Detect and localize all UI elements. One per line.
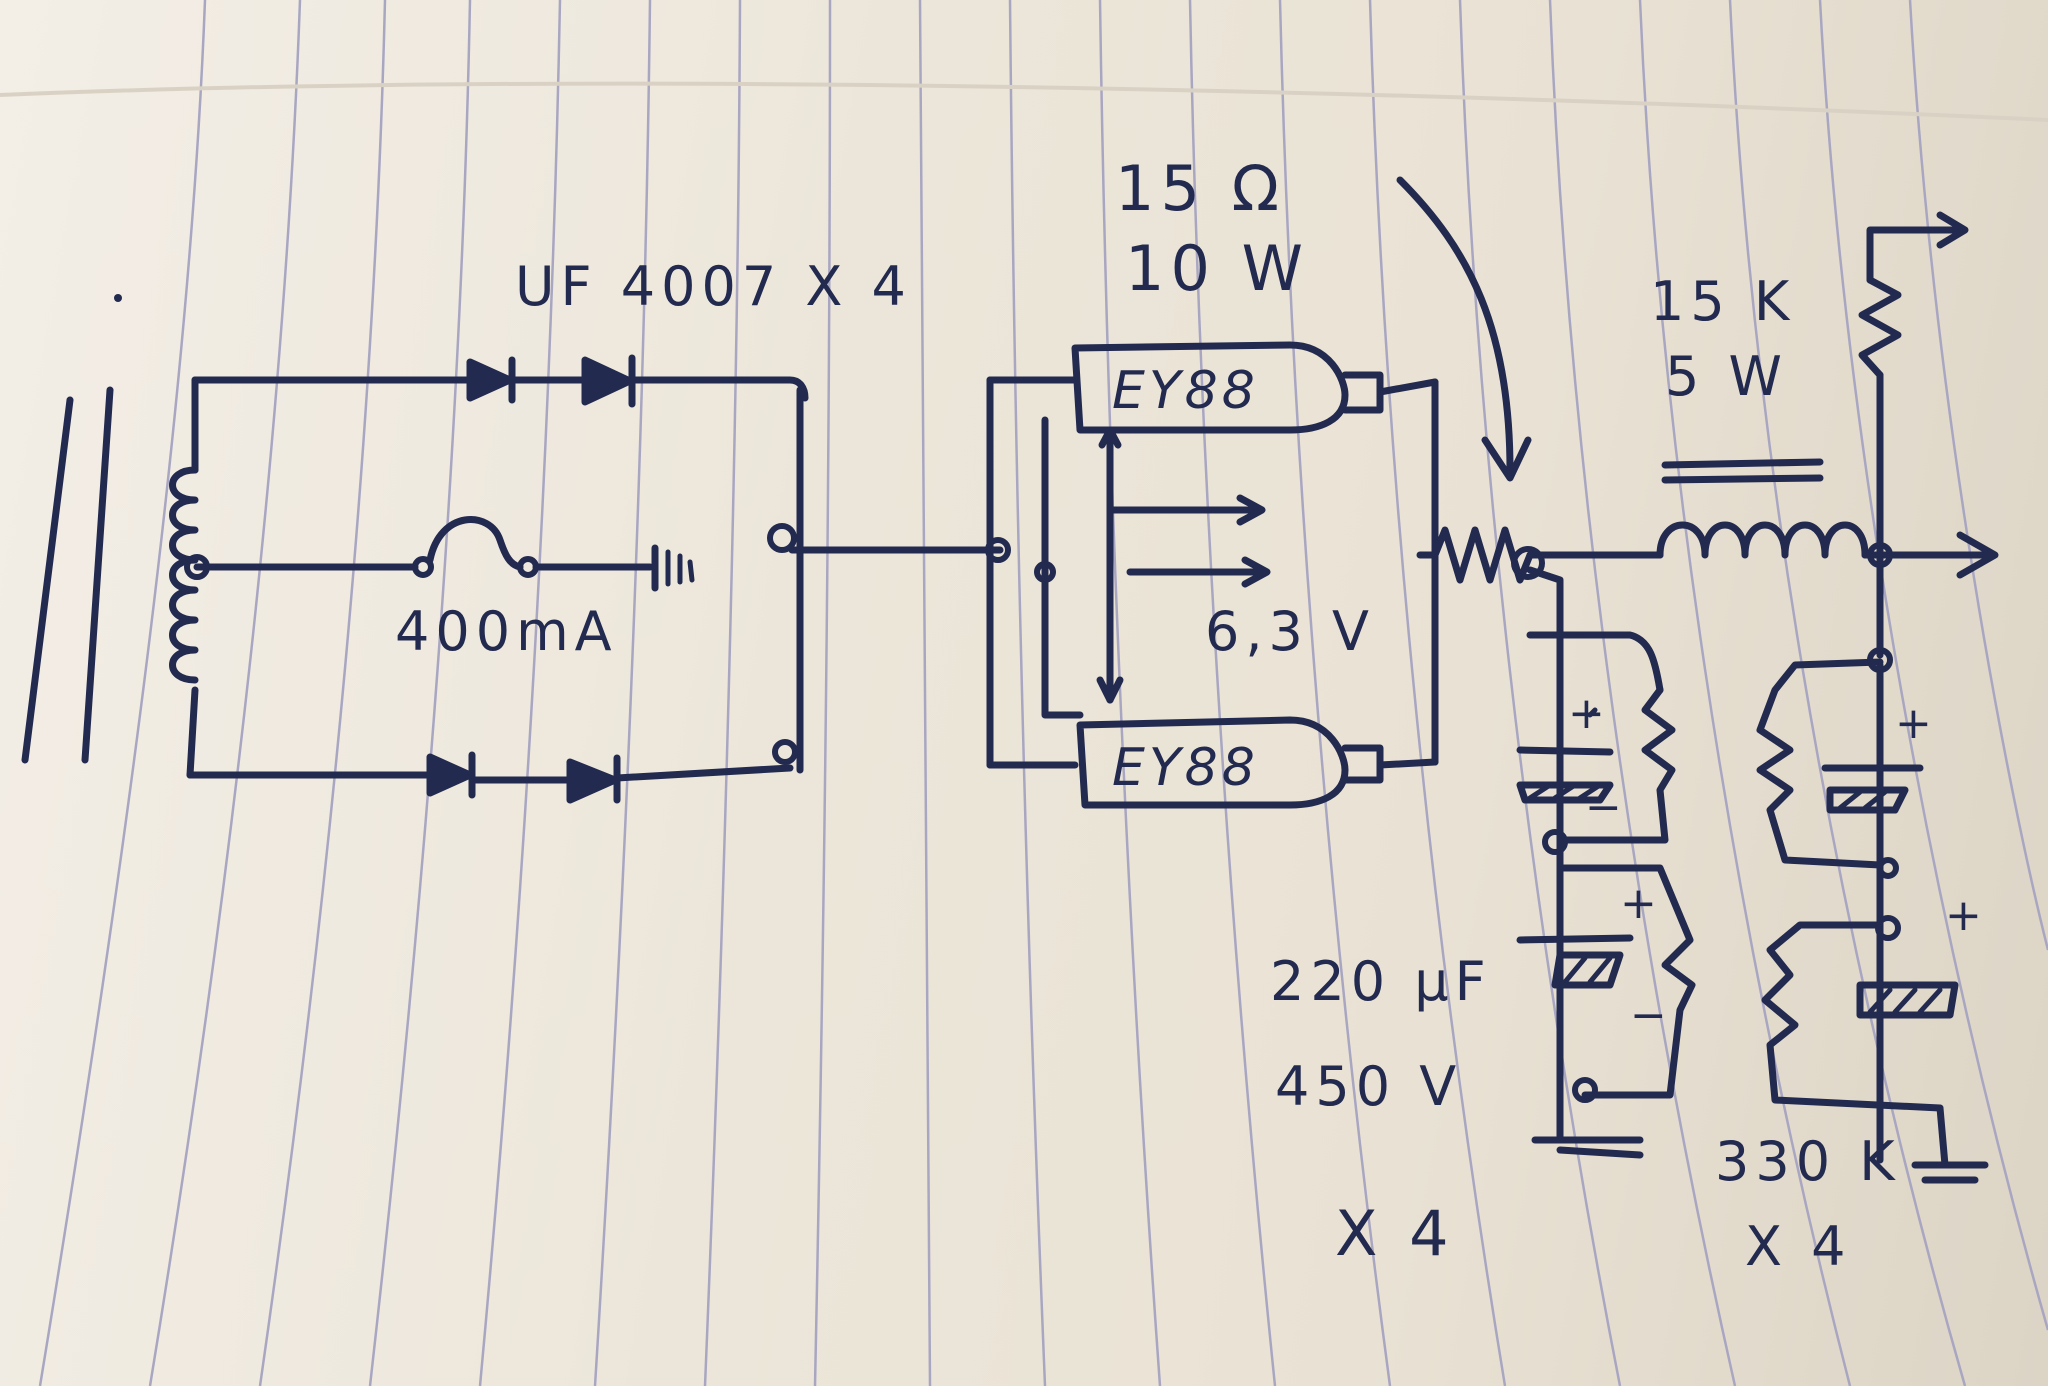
cap-count-label: X 4	[1335, 1197, 1455, 1270]
cap-bank-left	[1516, 566, 1696, 1159]
resistor-15ohm-value-label: 15 Ω	[1115, 152, 1285, 225]
tube-bottom: EY88	[1076, 716, 1439, 809]
fuse-branch	[193, 516, 695, 592]
cap-bank-right	[1756, 551, 1989, 1184]
choke	[1656, 458, 1999, 579]
bottom-diode-rail	[186, 523, 798, 804]
resistor-15k-power-label: 5 W	[1665, 345, 1788, 408]
heater-voltage-label: 6,3 V	[1205, 600, 1375, 663]
bleeder-count-label: X 4	[1745, 1215, 1852, 1278]
transformer	[21, 376, 210, 779]
tube-top-label: EY88	[1112, 361, 1259, 421]
diodes-label: UF 4007 X 4	[515, 255, 912, 318]
cathode-bus	[1396, 176, 1664, 766]
resistor-15ohm-power-label: 10 W	[1125, 232, 1309, 305]
resistor-15k-value-label: 15 K	[1650, 270, 1795, 333]
plus-mark-3: +	[1895, 698, 1938, 749]
tube-top: EY88	[1071, 341, 1439, 434]
fuse-label: 400mA	[395, 600, 618, 663]
bleeder-value-label: 330 K	[1715, 1130, 1901, 1193]
plus-mark-2: +	[1620, 878, 1663, 929]
tube-bottom-label: EY88	[1112, 738, 1259, 798]
plus-mark-1: +	[1568, 688, 1611, 739]
plus-mark-4: +	[1945, 890, 1988, 941]
minus-mark-2: −	[1630, 990, 1673, 1041]
minus-mark-1: −	[1585, 782, 1628, 833]
cap-voltage-label: 450 V	[1275, 1055, 1462, 1118]
top-diode-rail	[191, 354, 809, 774]
tube-feed	[788, 376, 1271, 769]
top-output	[1858, 211, 1969, 559]
ink-speck	[114, 294, 122, 302]
cap-value-label: 220 µF	[1270, 950, 1492, 1013]
